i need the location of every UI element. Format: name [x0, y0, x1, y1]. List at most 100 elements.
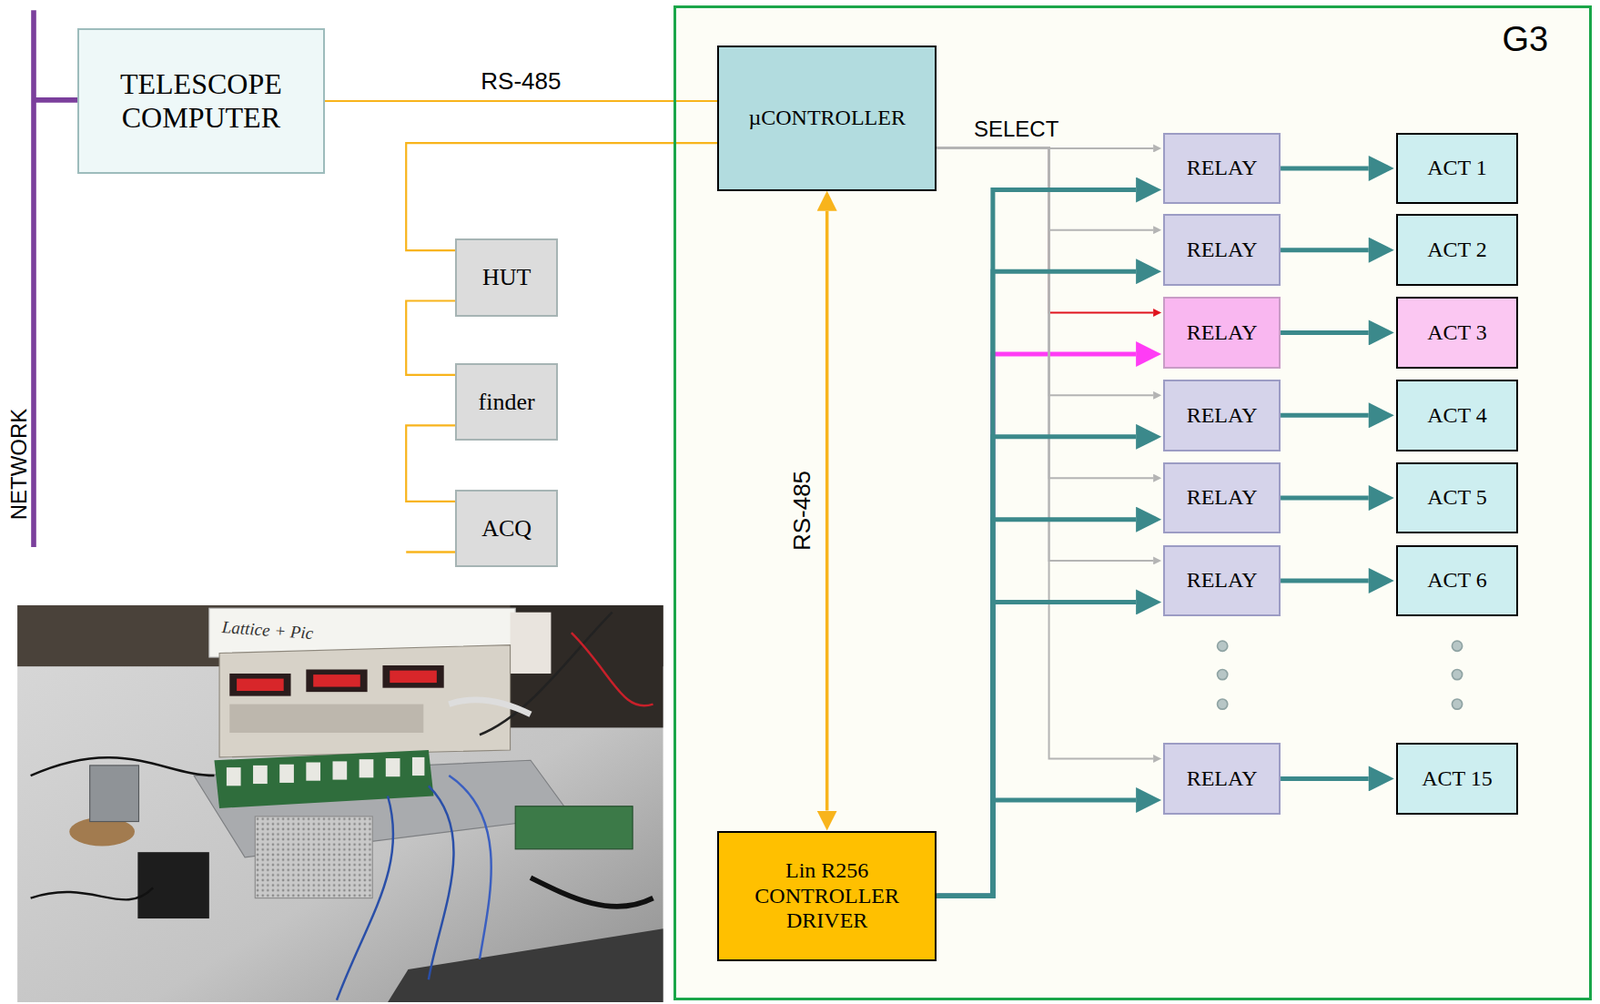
connector — [1280, 577, 1369, 583]
paper-box — [510, 612, 552, 674]
instrument-box: finder — [455, 363, 558, 441]
wire — [336, 796, 394, 1001]
relay-part — [279, 764, 294, 783]
ribbon-cable — [448, 699, 531, 715]
actuator-box: ACT 2 — [1396, 213, 1519, 285]
relay-part — [226, 767, 242, 786]
instrument-box: HUT — [455, 238, 558, 316]
box-label: RELAY — [1186, 766, 1258, 792]
relay-box: RELAY — [1163, 545, 1281, 617]
connector — [936, 147, 1154, 478]
group-ground — [673, 5, 1592, 1001]
ellipsis-dot — [1451, 640, 1462, 651]
relay-part — [385, 758, 401, 777]
connector — [936, 147, 1154, 314]
connector — [936, 436, 1136, 897]
relay-box: RELAY — [1163, 742, 1281, 814]
box-label: finder — [478, 388, 536, 416]
connector — [936, 147, 1154, 760]
display-digits — [236, 678, 284, 691]
box-label: ACT 15 — [1421, 766, 1493, 792]
mesh-supply — [254, 816, 373, 899]
connector — [936, 601, 1136, 896]
driver-box: Lin R256 CONTROLLER DRIVER — [717, 830, 937, 963]
box-label: RELAY — [1186, 567, 1258, 594]
wire — [30, 757, 215, 776]
bus-stub — [405, 550, 456, 553]
connector — [1280, 776, 1369, 781]
connector — [936, 147, 1154, 561]
box-label: HUT — [482, 263, 531, 292]
signal-label: RS-485 — [478, 67, 563, 94]
bus-label: NETWORK — [7, 408, 31, 521]
relay-part — [333, 760, 348, 780]
connector — [1280, 330, 1369, 335]
button-row — [229, 704, 424, 733]
connector — [1280, 413, 1369, 418]
signal-label: RS-485 — [788, 468, 815, 553]
connector — [405, 142, 718, 251]
ellipsis-dot — [1217, 640, 1228, 651]
connector — [936, 519, 1136, 897]
box-label: Lin R256 CONTROLLER DRIVER — [729, 858, 924, 934]
box-label: ACQ — [481, 515, 532, 543]
table-surface — [17, 605, 664, 1003]
relay-box: RELAY — [1163, 132, 1281, 204]
stepper-motor — [90, 765, 140, 822]
ellipsis-dot — [1451, 668, 1462, 679]
connector — [324, 100, 719, 102]
black-module — [137, 851, 209, 919]
wire — [571, 632, 654, 706]
relay-part — [253, 765, 268, 784]
connector — [936, 271, 1136, 896]
static-layout — [17, 5, 1592, 1003]
ellipsis-dot — [1217, 668, 1228, 679]
box-label: TELESCOPE COMPUTER — [93, 67, 308, 135]
box-label: ACT 1 — [1427, 155, 1488, 182]
connector — [825, 211, 830, 811]
box-label: RELAY — [1186, 320, 1258, 346]
actuator-box: ACT 15 — [1396, 742, 1519, 814]
photo-handwriting: Lattice + Pic — [221, 617, 314, 644]
ellipsis-dot — [1217, 698, 1228, 709]
actuator-box: ACT 4 — [1396, 379, 1519, 451]
wire — [530, 877, 654, 907]
relay-box: RELAY — [1163, 462, 1281, 534]
group-frame: G3µCONTROLLERRELAYACT 1RELAYACT 2RELAYAC… — [673, 5, 1592, 1001]
connector — [936, 190, 1136, 897]
box-label: ACT 5 — [1427, 485, 1488, 511]
connector — [1280, 496, 1369, 501]
box-label: ACT 2 — [1427, 237, 1488, 264]
relay-box: RELAY — [1163, 213, 1281, 285]
relay-box: RELAY — [1163, 296, 1281, 368]
photo-backdrop — [510, 605, 664, 729]
ellipsis-dot — [1451, 698, 1462, 709]
relay-row — [226, 757, 426, 786]
network-branch — [33, 97, 78, 103]
signal-label: SELECT — [972, 116, 1061, 141]
actuator-box: ACT 1 — [1396, 132, 1519, 204]
relay-box: RELAY — [1163, 379, 1281, 451]
instrument-box: ACQ — [455, 489, 558, 568]
ellipsis-dots — [1217, 640, 1463, 709]
laptop-edge — [387, 928, 664, 1003]
actuator-box: ACT 5 — [1396, 462, 1519, 534]
relay-part — [359, 759, 375, 778]
relay-part — [412, 757, 425, 776]
wire — [30, 887, 154, 900]
box-label: ACT 4 — [1427, 403, 1488, 429]
display-digits — [389, 670, 437, 683]
wire — [448, 775, 491, 960]
connector — [1280, 247, 1369, 253]
display-panel — [382, 665, 444, 689]
box-label: RELAY — [1186, 485, 1258, 511]
connector — [405, 425, 456, 502]
driver-board — [515, 806, 633, 850]
box-label: ACT 3 — [1427, 320, 1488, 346]
box-label: RELAY — [1186, 237, 1258, 264]
relay-part — [305, 762, 321, 781]
hardware-photo — [17, 605, 664, 1003]
box-label: ACT 6 — [1427, 567, 1488, 594]
